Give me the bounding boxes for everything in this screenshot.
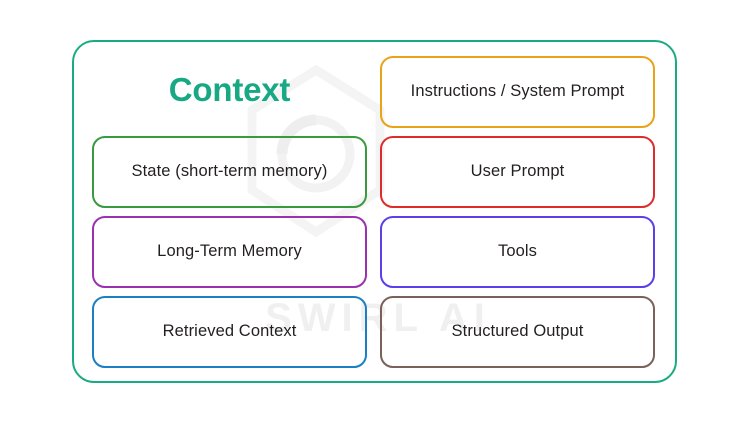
context-grid: Context Instructions / System Prompt Sta…	[92, 56, 655, 368]
context-title-text: Context	[168, 71, 291, 108]
box-label: Retrieved Context	[162, 322, 297, 341]
box-label: Instructions / System Prompt	[410, 82, 625, 101]
box-retrieved-context[interactable]: Retrieved Context	[92, 296, 367, 368]
box-tools[interactable]: Tools	[380, 216, 655, 288]
box-long-term-memory[interactable]: Long-Term Memory	[92, 216, 367, 288]
diagram-row: Long-Term Memory Tools	[92, 216, 655, 288]
diagram-row: Retrieved Context Structured Output	[92, 296, 655, 368]
context-container	[72, 40, 677, 383]
box-structured-output[interactable]: Structured Output	[380, 296, 655, 368]
box-user-prompt[interactable]: User Prompt	[380, 136, 655, 208]
page-title: Context	[92, 56, 367, 128]
box-label: Structured Output	[451, 322, 584, 341]
box-label: State (short-term memory)	[131, 162, 328, 181]
box-state-short-term-memory[interactable]: State (short-term memory)	[92, 136, 367, 208]
diagram-row: State (short-term memory) User Prompt	[92, 136, 655, 208]
box-label: User Prompt	[470, 162, 565, 181]
box-instructions-system-prompt[interactable]: Instructions / System Prompt	[380, 56, 655, 128]
box-label: Long-Term Memory	[157, 242, 302, 261]
diagram-row: Context Instructions / System Prompt	[92, 56, 655, 128]
box-label: Tools	[497, 242, 538, 261]
